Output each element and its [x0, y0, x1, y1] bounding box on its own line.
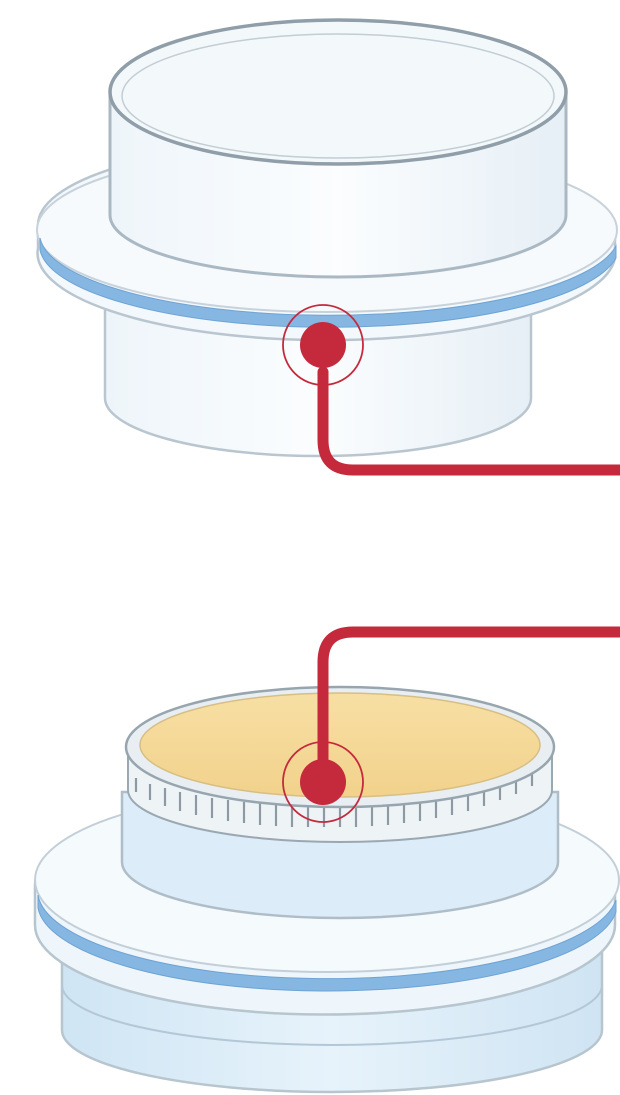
callout-marker-icon-dot	[300, 759, 346, 805]
callout-marker-icon-dot	[300, 322, 346, 368]
upper-glass-rim	[110, 20, 566, 164]
